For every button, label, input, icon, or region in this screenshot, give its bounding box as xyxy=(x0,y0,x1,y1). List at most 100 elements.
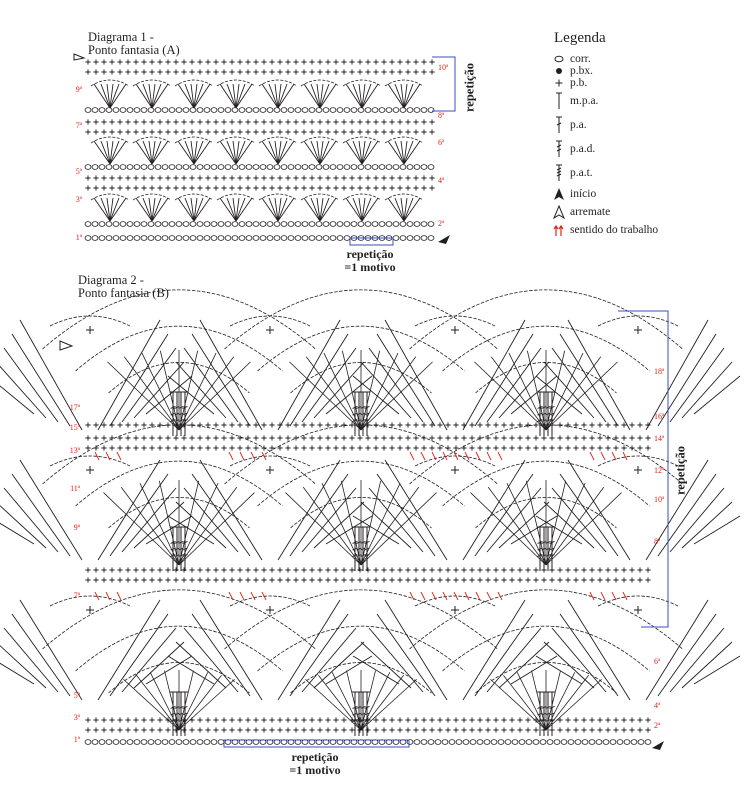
chain-stitch xyxy=(112,739,120,745)
pineapple-top-chain xyxy=(49,315,131,327)
red-direction-mark xyxy=(409,451,415,461)
diagonal-stitch xyxy=(121,487,177,553)
shell-stitch xyxy=(310,140,321,165)
legend-item: p.a.d. xyxy=(549,137,749,161)
chain-stitch xyxy=(420,235,428,241)
chain-stitch xyxy=(189,221,197,227)
chain-stitch xyxy=(210,739,218,745)
chain-stitch xyxy=(420,221,428,227)
shell-fan xyxy=(132,193,172,222)
shell-stitch xyxy=(387,140,405,165)
diagram1-repeat-label-line2: =1 motivo xyxy=(344,260,396,274)
red-direction-mark xyxy=(464,451,470,461)
shell-stitch xyxy=(151,140,169,165)
diagram2-row-label-left-3: 11ª xyxy=(70,484,81,493)
chain-stitch xyxy=(210,221,218,227)
diagonal-stitch xyxy=(0,365,47,419)
diagram2-row-label-right-4: 10ª xyxy=(654,495,665,504)
diagonal-stitch xyxy=(109,613,169,697)
shell-fan xyxy=(174,79,214,109)
pineapple-fan xyxy=(409,424,683,571)
red-direction-mark xyxy=(94,451,100,461)
fan-stitch xyxy=(158,480,180,566)
legend-item-label: p.a. xyxy=(570,119,587,131)
shell-stitch xyxy=(358,140,363,165)
shell-stitch xyxy=(403,83,414,109)
chain-stitch xyxy=(105,221,113,227)
diagonal-stitch xyxy=(376,333,436,427)
stitch-bar xyxy=(356,719,362,723)
diagonal-stitch xyxy=(486,487,542,553)
diagonal-stitch xyxy=(693,515,741,545)
direction-arrows xyxy=(94,451,628,601)
chain-stitch xyxy=(427,739,435,745)
red-direction-mark xyxy=(239,591,245,601)
stitch-bar xyxy=(174,705,180,709)
chain-stitch xyxy=(406,235,414,241)
diagonal-stitch xyxy=(384,599,448,701)
shell-stitch xyxy=(193,83,204,109)
stitch-bar xyxy=(545,712,551,716)
diagram1-row-label-left-3: 3ª xyxy=(76,195,83,204)
diagonal-stitch xyxy=(313,501,365,549)
stitch-bar xyxy=(364,554,370,558)
chain-stitch xyxy=(105,235,113,241)
stitch-bar xyxy=(545,540,551,544)
shell-stitch xyxy=(277,197,288,222)
red-direction-mark xyxy=(486,451,492,461)
shell-fan xyxy=(258,193,298,222)
finish-arrow-icon xyxy=(59,340,74,351)
shell-stitch xyxy=(277,197,282,222)
diagonal-stitch xyxy=(109,333,169,427)
shell-stitch xyxy=(394,83,405,109)
stitch-bar xyxy=(364,419,370,423)
diagonal-stitch xyxy=(462,459,526,561)
shell-chain-arc xyxy=(258,79,298,87)
stitch-bar xyxy=(537,705,543,709)
diagram2-row-label-left-1: 15ª xyxy=(70,423,81,432)
red-direction-mark xyxy=(228,591,234,601)
shell-fan xyxy=(90,79,130,109)
fan-stitch xyxy=(305,678,362,731)
shell-stitch xyxy=(109,197,114,222)
chain-stitch xyxy=(420,739,428,745)
chain-arc xyxy=(442,460,650,507)
chain-stitch xyxy=(420,107,428,113)
stitch-bar xyxy=(360,540,366,544)
stitch-bar xyxy=(182,419,188,423)
legend-items: corr.p.bx.p.b.m.p.a.p.a.p.a.d.p.a.t.iníc… xyxy=(549,53,749,239)
shell-fan xyxy=(384,193,424,222)
single-crochet-row xyxy=(85,69,435,75)
stitch-bar xyxy=(178,705,184,709)
diagonal-stitch xyxy=(97,459,161,561)
red-direction-mark xyxy=(261,591,267,601)
diagonal-stitch xyxy=(486,347,542,423)
fan-stitch xyxy=(123,356,180,431)
pineapple-fan xyxy=(42,424,316,571)
chain-stitch xyxy=(350,164,358,170)
diagonal-stitch xyxy=(567,459,631,561)
legend-item: p.a. xyxy=(549,113,749,137)
diagonal-stitch xyxy=(97,319,161,431)
diagram2-row-label-left-0: 17ª xyxy=(70,403,81,412)
legend-item: m.p.a. xyxy=(549,89,749,113)
shell-stitch xyxy=(319,83,337,109)
fan-stitch xyxy=(178,361,251,431)
chain-stitch xyxy=(175,164,183,170)
diagonal-stitch xyxy=(645,459,709,561)
legend-item-label: arremate xyxy=(570,206,611,218)
chain-stitch xyxy=(525,739,533,745)
shell-fan xyxy=(384,136,424,165)
diagonal-stitch xyxy=(498,641,550,689)
chain-stitch xyxy=(154,107,162,113)
red-direction-mark xyxy=(453,451,459,461)
stitch-bar xyxy=(364,540,370,544)
diagonal-stitch xyxy=(510,655,558,685)
chain-stitch xyxy=(126,221,134,227)
stitch-bar xyxy=(174,412,180,416)
stitch-bar xyxy=(170,554,176,558)
chain-arc xyxy=(42,589,316,650)
diagonal-stitch xyxy=(474,333,534,427)
pineapple-top-chain xyxy=(414,315,496,327)
